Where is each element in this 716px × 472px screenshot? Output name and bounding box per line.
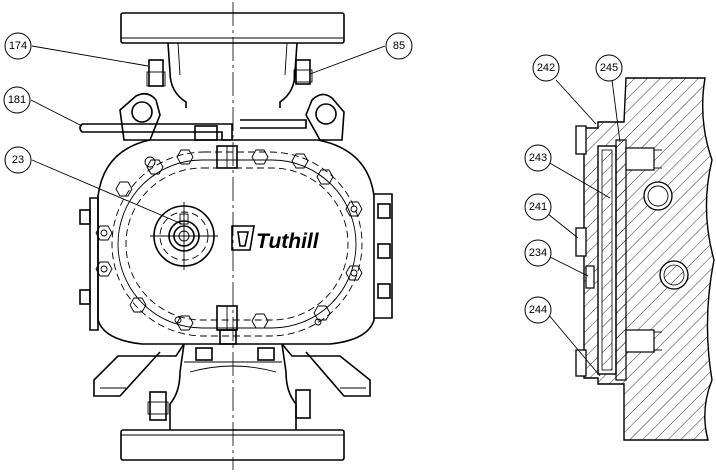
right-foot	[281, 343, 371, 397]
top-inlet-neck	[167, 42, 298, 108]
gasket	[615, 139, 627, 381]
right-side-plate	[374, 193, 393, 319]
svg-text:243: 243	[529, 152, 547, 164]
balloon-174: 174	[4, 32, 32, 60]
svg-text:181: 181	[8, 94, 26, 106]
plug-174	[148, 59, 164, 87]
svg-text:242: 242	[537, 62, 555, 74]
section-view	[575, 77, 715, 441]
breather-pipe	[79, 123, 196, 133]
leader-lines	[30, 45, 621, 377]
svg-text:23: 23	[12, 154, 24, 166]
svg-text:85: 85	[393, 40, 405, 52]
pump-housing	[97, 139, 375, 345]
front-view: Tuthill	[79, 2, 393, 470]
balloon-23: 23	[4, 146, 32, 174]
part-balloons: 174 85 181 23 242 245 243 241 234 244	[3, 32, 623, 324]
balloon-243: 243	[524, 144, 552, 172]
svg-text:244: 244	[529, 304, 547, 316]
plug-234	[585, 265, 595, 289]
right-lifting-lug	[305, 93, 345, 141]
tuthill-logo: Tuthill	[231, 225, 320, 253]
bolt-85	[295, 59, 311, 85]
balloon-234: 234	[524, 239, 552, 267]
balloon-241: 241	[524, 193, 552, 221]
left-lifting-lug	[119, 92, 161, 141]
bolt-241-mid	[575, 227, 587, 257]
logo-text: Tuthill	[256, 230, 320, 253]
balloon-244: 244	[524, 296, 552, 324]
svg-text:174: 174	[9, 40, 27, 52]
bottom-flange	[120, 429, 345, 461]
top-flange	[120, 12, 345, 44]
bolt-241-bottom	[575, 349, 587, 377]
svg-text:241: 241	[529, 201, 547, 213]
balloon-245: 245	[595, 54, 623, 82]
cover-bolts	[95, 149, 363, 331]
balloon-181: 181	[3, 86, 31, 114]
shaft-end	[150, 202, 218, 270]
balloon-242: 242	[532, 54, 560, 82]
left-side-plate	[89, 197, 99, 331]
bolt-241-top	[575, 125, 587, 155]
left-foot	[93, 343, 185, 397]
bottom-plug	[149, 391, 167, 421]
svg-text:245: 245	[600, 62, 618, 74]
balloon-85: 85	[385, 32, 413, 60]
svg-text:234: 234	[529, 247, 547, 259]
